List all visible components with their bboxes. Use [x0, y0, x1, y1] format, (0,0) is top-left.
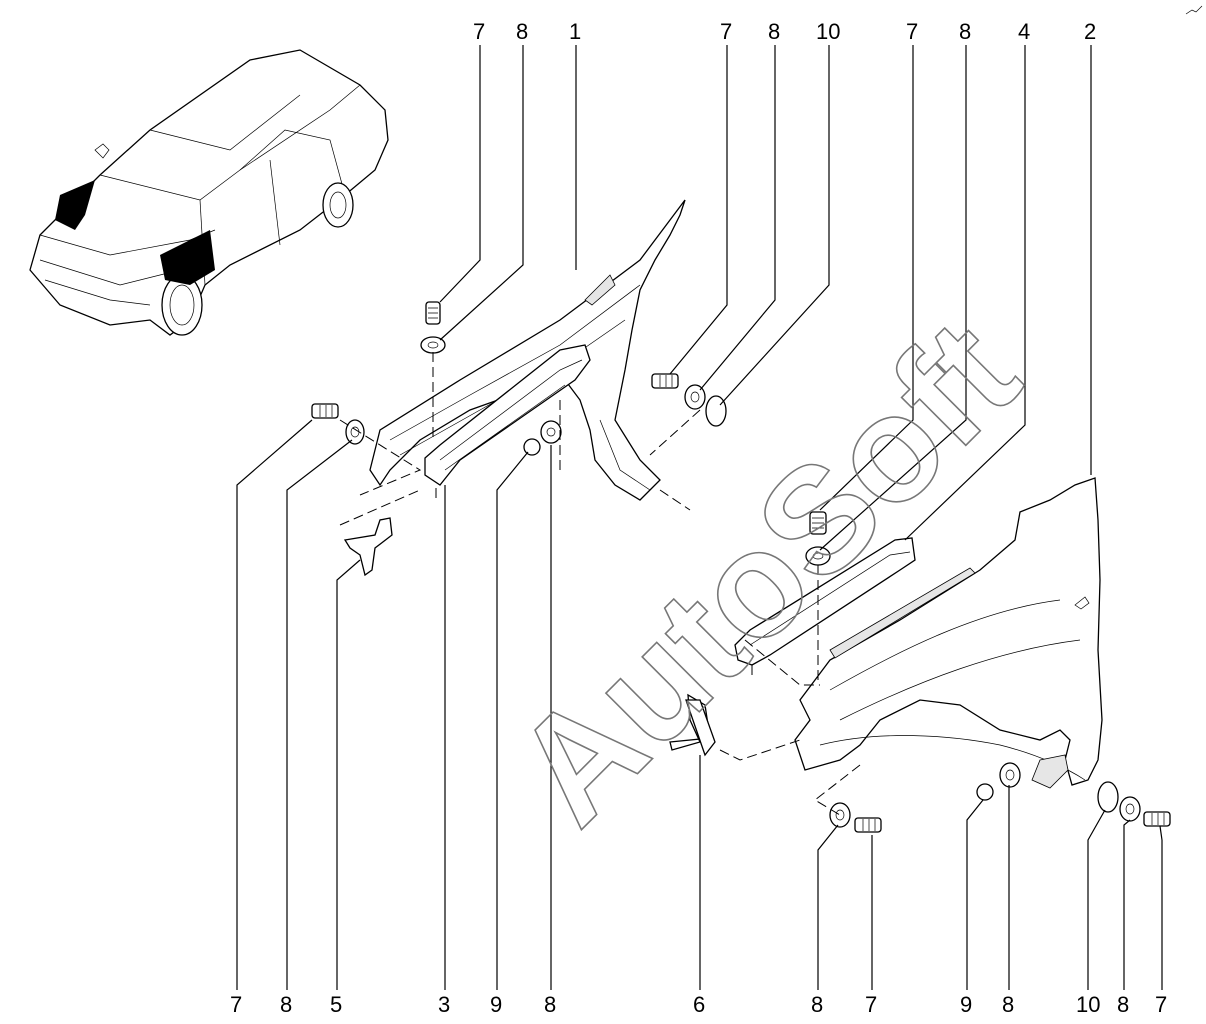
label-bottom-8e: 8: [1117, 992, 1129, 1017]
fender-bracket-part-1: [369, 199, 686, 501]
label-bottom-6: 6: [693, 992, 705, 1017]
label-top-10: 10: [816, 19, 840, 44]
label-bottom-3: 3: [438, 992, 450, 1017]
seal-strip-part-4: [734, 537, 976, 666]
front-fender-part-2: [794, 477, 1103, 789]
bracket-part-6: [669, 693, 716, 757]
label-top-7: 7: [473, 19, 485, 44]
label-bottom-5: 5: [330, 992, 342, 1017]
label-top-4: 4: [1018, 19, 1030, 44]
leader-lines: [236, 45, 1163, 990]
right-dashed-guides: [719, 565, 861, 816]
top-labels: 7 8 1 7 8 10 7 8 4 2: [473, 19, 1096, 44]
label-top-1: 1: [569, 19, 581, 44]
right-fasteners: [805, 511, 1171, 833]
seal-strip-part-3: [424, 344, 591, 486]
label-bottom-7c: 7: [1155, 992, 1167, 1017]
label-bottom-10: 10: [1076, 992, 1100, 1017]
label-top-7c: 7: [906, 19, 918, 44]
label-top-7b: 7: [720, 19, 732, 44]
label-top-8c: 8: [959, 19, 971, 44]
label-bottom-9b: 9: [960, 992, 972, 1017]
label-top-2: 2: [1084, 19, 1096, 44]
label-bottom-8: 8: [280, 992, 292, 1017]
label-top-8b: 8: [768, 19, 780, 44]
corner-mark: [1185, 5, 1203, 15]
label-top-8: 8: [516, 19, 528, 44]
left-dashed-guides: [339, 352, 701, 526]
label-bottom-9: 9: [490, 992, 502, 1017]
label-bottom-7: 7: [230, 992, 242, 1017]
label-bottom-8c: 8: [811, 992, 823, 1017]
label-bottom-7b: 7: [865, 992, 877, 1017]
label-bottom-8b: 8: [544, 992, 556, 1017]
bracket-part-5: [343, 517, 393, 577]
bottom-labels: 7 8 5 3 9 8 6 8 7 9 8 10 8 7: [230, 992, 1167, 1017]
label-bottom-8d: 8: [1002, 992, 1014, 1017]
car-illustration: [29, 49, 389, 336]
left-fasteners: [311, 301, 727, 456]
